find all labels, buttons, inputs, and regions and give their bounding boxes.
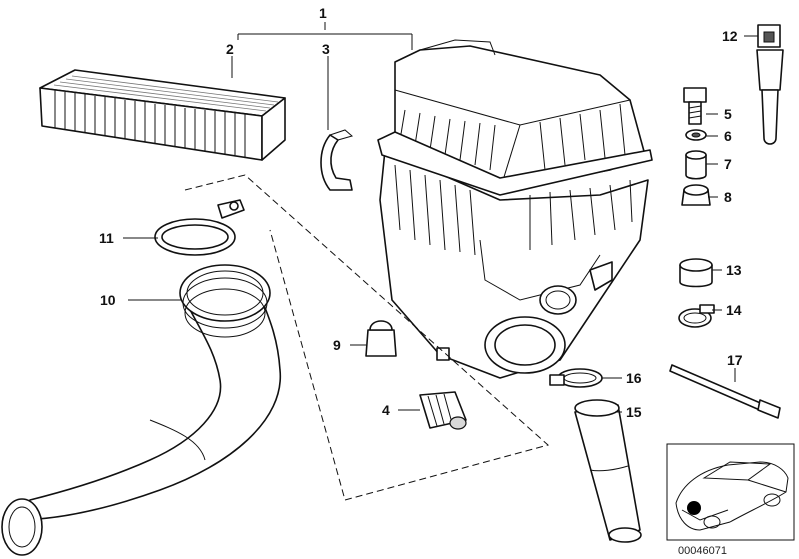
hose-clamp-11 xyxy=(154,199,245,256)
hose-clamp-14 xyxy=(678,304,715,328)
assembly-dashed-outline xyxy=(184,174,550,501)
cap-part-9 xyxy=(365,320,397,357)
callout-14: 14 xyxy=(726,302,742,318)
callout-3: 3 xyxy=(322,41,330,57)
callout-labels: 1 2 3 4 5 6 7 8 9 10 11 12 13 14 15 16 1… xyxy=(99,5,743,420)
bushing-part-7 xyxy=(685,150,707,180)
vehicle-location-inset xyxy=(666,443,795,541)
callout-7: 7 xyxy=(724,156,732,172)
callout-9: 9 xyxy=(333,337,341,353)
callout-8: 8 xyxy=(724,189,732,205)
callout-12: 12 xyxy=(722,28,738,44)
callout-4: 4 xyxy=(382,402,390,418)
clip-part-3 xyxy=(320,129,354,191)
callout-15: 15 xyxy=(626,404,642,420)
cable-tie-17 xyxy=(669,364,781,419)
callout-6: 6 xyxy=(724,128,732,144)
callout-10: 10 xyxy=(100,292,116,308)
washer-part-6 xyxy=(685,129,707,141)
callout-16: 16 xyxy=(626,370,642,386)
leader-lines xyxy=(123,22,758,413)
callout-11: 11 xyxy=(99,230,114,246)
callout-1: 1 xyxy=(319,5,327,21)
intake-bellows-10 xyxy=(1,264,281,556)
rubber-mount-part-8 xyxy=(681,184,711,206)
callout-13: 13 xyxy=(726,262,742,278)
callout-2: 2 xyxy=(226,41,234,57)
hose-clamp-16 xyxy=(549,368,603,388)
callout-17: 17 xyxy=(727,352,743,368)
diagram-reference-number: 00046071 xyxy=(678,545,727,557)
grommet-part-13 xyxy=(679,258,713,288)
callout-5: 5 xyxy=(724,106,732,122)
air-cleaner-housing xyxy=(377,39,653,379)
bolt-part-5 xyxy=(683,87,707,125)
car-outline-icon xyxy=(675,461,789,531)
hose-part-15 xyxy=(574,399,642,543)
sensor-part-12 xyxy=(756,24,784,145)
location-marker-dot xyxy=(687,501,701,515)
air-filter-element xyxy=(39,69,286,161)
rubber-buffer-part-4 xyxy=(419,391,467,430)
inset-frame xyxy=(666,443,795,541)
